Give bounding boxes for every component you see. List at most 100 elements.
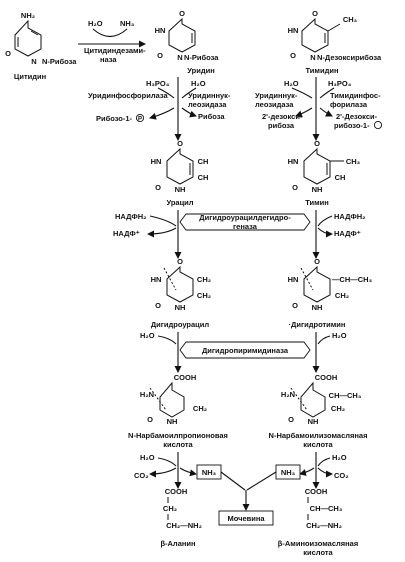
enzyme-uridine-phosphorylase: Уридинфосфорилаза — [88, 91, 168, 100]
carbamoyl-isobutyric-label-1: N-Нарбамоилизомасляная — [269, 431, 368, 440]
atom-ch-ch3: —CH—CH₃ — [332, 275, 373, 284]
dihydrouracil-label: Дигидроурацил — [151, 320, 210, 329]
beta-aminoisobutyric-label-2: кислота — [303, 548, 333, 557]
nh3-box-left-label: NH₃ — [202, 468, 217, 477]
atom-o: O — [155, 301, 161, 310]
thymine-structure: O HN CH₃ CH O NH — [288, 139, 361, 194]
atom-ch3: CH₃ — [343, 15, 358, 24]
beta-alanine-label: β-Аланин — [160, 539, 195, 548]
atom-o: O — [177, 139, 183, 148]
uracil-structure: O HN CH CH O NH — [151, 139, 209, 194]
atom-nh: NH — [175, 185, 186, 194]
uridine-label: Уридин — [187, 66, 214, 75]
atom-hn: HN — [151, 275, 162, 284]
urea-box — [218, 510, 274, 526]
atom-n: N — [177, 53, 182, 62]
enzyme-thymidine-phosphorylase-1: Тимидинфос- — [330, 91, 381, 100]
atom-o: O — [288, 415, 294, 424]
phosphate-icon — [135, 113, 145, 123]
atom-cooh: COOH — [165, 487, 188, 496]
atom-cooh: COOH — [305, 487, 328, 496]
atom-ch: CH — [198, 157, 209, 166]
dihydrouracil-structure: O HN CH₂ CH₂ O NH — [151, 257, 212, 312]
reagent-nadp-left: НАДФ⁺ — [113, 229, 140, 238]
uridine-structure: O HN O N — [155, 9, 196, 62]
atom-hn: HN — [288, 275, 299, 284]
thymidine-sugar-label: N-Дезоксирибоза — [317, 53, 382, 62]
carbamoyl-propionic-structure: COOH H₂N CH₂ O NH — [140, 373, 207, 426]
atom-n: N — [310, 53, 315, 62]
reagent-nadph2-left: НАДФН₂ — [115, 212, 147, 221]
atom-nh: NH — [175, 303, 186, 312]
atom-ch: CH — [335, 173, 346, 182]
phosphate-p: P — [138, 117, 142, 123]
enzyme-box-dehydrogenase — [179, 213, 311, 231]
reagent-co2-right: CO₂ — [334, 471, 349, 480]
nh3-box-right-label: NH₃ — [281, 468, 296, 477]
atom-o: O — [314, 257, 320, 266]
product-deoxyribose-2: рибоза — [268, 121, 295, 130]
atom-h2n: H₂N — [281, 390, 295, 399]
enzyme-box-dihydropyrimidinase — [179, 341, 311, 359]
thymidine-structure: O CH₃ HN O N — [288, 9, 358, 62]
atom-hn: HN — [288, 157, 299, 166]
beta-aminoisobutyric-label-1: β-Аминоизомасляная — [278, 539, 358, 548]
atom-nh: NH — [167, 417, 178, 426]
enzyme-thymidine-phosphorylase-2: форилаза — [330, 100, 368, 109]
atom-o: O — [312, 9, 318, 18]
dihydrothymine-structure: O HN —CH—CH₃ CH₂ O NH — [288, 257, 373, 312]
cytidine-structure: NH₂ O N — [5, 11, 42, 66]
enzyme-thymidine-nucleosidase-2: леозидаза — [255, 100, 294, 109]
uridine-ribose-label: N-Рибоза — [184, 53, 219, 62]
dihydrothymine-label: ·Дигидротимин — [289, 320, 346, 329]
atom-ch2: CH₂ — [335, 291, 349, 300]
product-deoxyribose-1: 2'-дезокси- — [262, 112, 303, 121]
enzyme-cytidine-deaminase-1: Цитидиндезами- — [84, 46, 146, 55]
atom-nh: NH — [312, 185, 323, 194]
atom-h2n: H₂N — [140, 390, 154, 399]
atom-nh: NH — [312, 303, 323, 312]
atom-ch2: CH₂ — [331, 404, 345, 413]
atom-ch3: CH₃ — [346, 157, 361, 166]
atom-hn: HN — [288, 26, 299, 35]
enzyme-uridine-nucleosidase-1: Уридиннук- — [188, 91, 231, 100]
atom-ch2-nh2: CH₂—NH₂ — [306, 521, 342, 530]
atom-ch2: CH₂ — [163, 504, 177, 513]
product-ribose-1p: Рибозо-1- — [96, 114, 133, 123]
carbamoyl-isobutyric-structure: COOH H₂N CH—CH₃ CH₂ O NH — [281, 373, 362, 426]
carbamoyl-propionic-label-1: N-Нарбамоилпропионовая — [128, 431, 228, 440]
atom-o: O — [177, 257, 183, 266]
atom-ch: CH — [198, 173, 209, 182]
reagent-h2o-right: H₂O — [284, 79, 299, 88]
reagent-h2o-final-left: H₂O — [140, 453, 155, 462]
product-deoxyribose-1p-1: 2'-Дезокси- — [336, 112, 378, 121]
atom-ch-ch3: CH—CH₃ — [310, 504, 343, 513]
reaction-curve — [92, 28, 128, 38]
atom-nh2: NH₂ — [21, 11, 35, 20]
atom-hn: HN — [155, 26, 166, 35]
product-deoxyribose-1p-2: рибозо-1- — [334, 121, 370, 130]
atom-cooh: COOH — [315, 373, 338, 382]
atom-o: O — [292, 183, 298, 192]
enzyme-thymidine-nucleosidase-1: Уридиннук- — [255, 91, 298, 100]
atom-o: O — [179, 9, 185, 18]
atom-ch2: CH₂ — [193, 404, 207, 413]
beta-alanine-structure: COOH CH₂ CH₂—NH₂ — [163, 487, 202, 530]
enzyme-dihydrouracil-dh-1: Дигидроурацилдегидро- — [199, 213, 291, 222]
reagent-h2o-left: H₂O — [191, 79, 206, 88]
atom-ch2-nh2: CH₂—NH₂ — [166, 521, 202, 530]
atom-ch-ch3: CH—CH₃ — [329, 391, 362, 400]
cytidine-label: Цитидин — [14, 72, 46, 81]
enzyme-uridine-nucleosidase-2: леозидаза — [188, 100, 227, 109]
atom-o: O — [314, 139, 320, 148]
urea-label: Мочевина — [227, 514, 265, 523]
carbamoyl-isobutyric-label-2: кислота — [303, 440, 333, 449]
product-ribose: Рибоза — [198, 112, 225, 121]
enzyme-dihydropyrimidinase: Дигидропиримидиназа — [202, 346, 289, 355]
atom-o: O — [290, 51, 296, 60]
thymidine-label: Тимидин — [306, 66, 339, 75]
cytidine-ribose-label: N-Рибоза — [42, 57, 77, 66]
enzyme-dihydrouracil-dh-2: геназа — [233, 222, 258, 231]
atom-o: O — [157, 51, 163, 60]
